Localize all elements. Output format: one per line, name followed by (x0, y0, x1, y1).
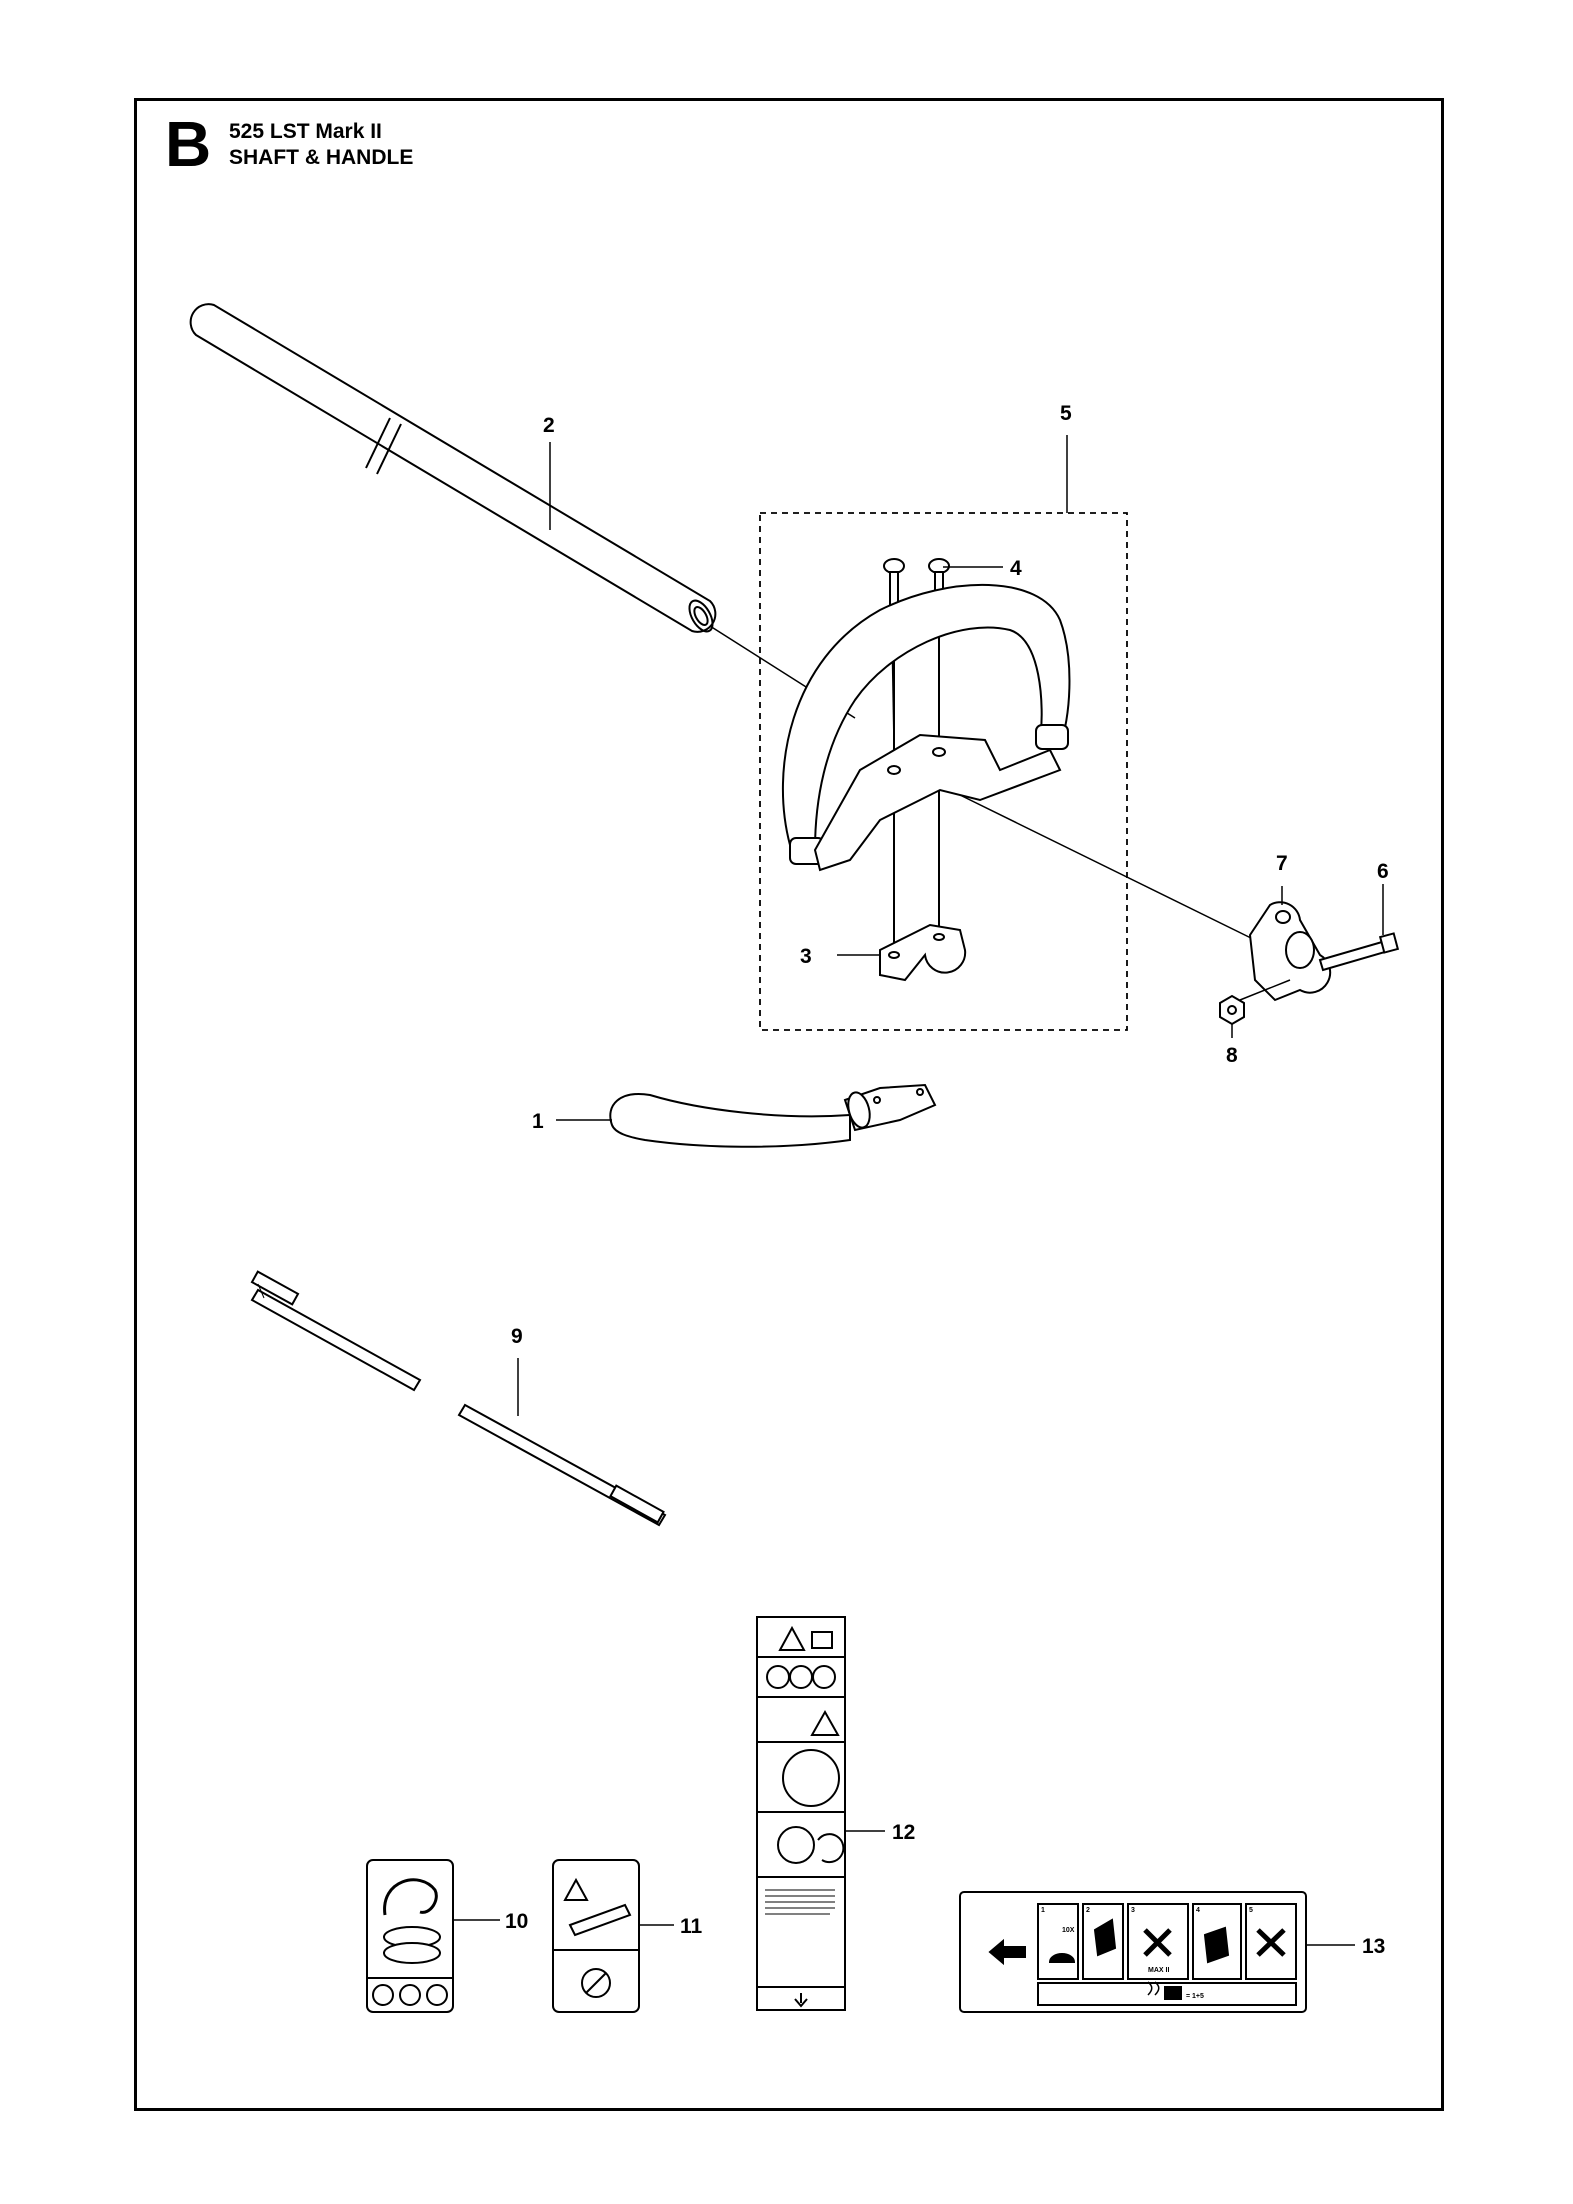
arrow-down-icon (794, 1993, 808, 2008)
callout-9: 9 (511, 1325, 523, 1348)
arrow-left-icon (988, 1938, 1026, 1966)
part-5-loop-handle (781, 583, 1071, 872)
diagram-frame (134, 98, 1444, 2111)
label-13-fuel-ratio: = 1+5 (1186, 1993, 1204, 2000)
part-8-nut (1219, 994, 1245, 1026)
callout-leader-lines (453, 435, 1384, 1946)
helmet-icon (766, 1665, 790, 1689)
boot-icon (812, 1665, 836, 1689)
callout-7: 7 (1276, 852, 1288, 875)
label-13-step-2: 2 (1086, 1907, 1090, 1914)
callout-8: 8 (1226, 1044, 1238, 1067)
label-13-primer-count: 10X (1062, 1927, 1075, 1934)
label-13-step-3: 3 (1131, 1907, 1135, 1914)
callout-13: 13 (1362, 1935, 1385, 1958)
warning-triangle-icon (778, 1625, 806, 1651)
callout-6: 6 (1377, 860, 1389, 883)
callout-2: 2 (543, 414, 555, 437)
label-13-step-5: 5 (1249, 1907, 1253, 1914)
callout-5: 5 (1060, 402, 1072, 425)
part-1-handle-bar (609, 1083, 937, 1148)
prohibited-icon (399, 1984, 421, 2006)
part-12-warning-label (756, 1616, 846, 2011)
prohibited-icon (426, 1984, 448, 2006)
callout-10: 10 (505, 1910, 528, 1933)
callout-4: 4 (1010, 557, 1022, 580)
part-2-shaft-tube (189, 303, 717, 633)
section-letter: B (165, 108, 212, 180)
part-13-start-label (959, 1891, 1307, 2013)
callout-1: 1 (532, 1110, 544, 1133)
callout-12: 12 (892, 1821, 915, 1844)
part-9-drive-shaft (250, 1270, 667, 1527)
glove-icon (789, 1665, 813, 1689)
part-3-lower-clamp (879, 923, 967, 982)
part-7-shaft-clamp (1248, 901, 1332, 1002)
label-13-step-4: 4 (1196, 1907, 1200, 1914)
section-title: SHAFT & HANDLE (229, 146, 414, 169)
label-13-step-1: 1 (1041, 1907, 1045, 1914)
label-13-choke-text: MAX II (1148, 1967, 1169, 1974)
callout-3: 3 (800, 945, 812, 968)
part-11-hedge-label (552, 1859, 640, 2013)
part-5-kit-boundary (759, 512, 1128, 1031)
assembly-centerline (959, 794, 1256, 941)
callout-11: 11 (680, 1915, 703, 1938)
book-icon (811, 1631, 833, 1649)
part-10-trimmer-head-label (366, 1859, 454, 2013)
model-title: 525 LST Mark II (229, 120, 382, 143)
part-6-bolt (1318, 932, 1400, 972)
prohibited-icon (372, 1984, 394, 2006)
